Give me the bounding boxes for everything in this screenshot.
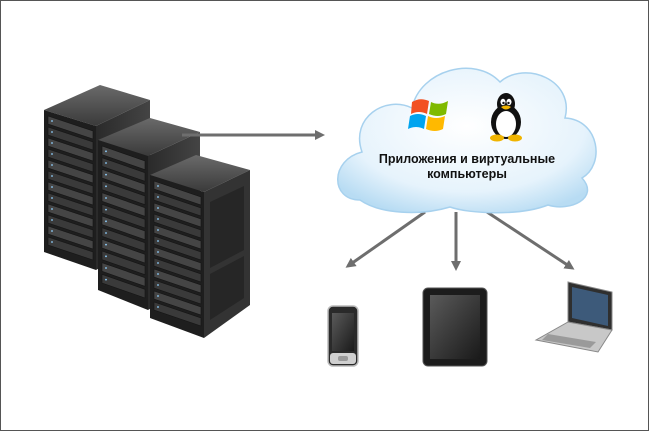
smartphone-icon <box>327 305 359 367</box>
laptop-icon <box>534 281 613 353</box>
linux-tux-icon <box>490 93 522 142</box>
windows-logo-icon <box>408 99 448 131</box>
arrow-cloud-to-laptop <box>486 210 575 270</box>
cloud-shape <box>337 67 597 214</box>
tablet-icon <box>422 287 488 367</box>
arrow-cloud-to-phone <box>345 210 426 268</box>
server-rack-icon <box>44 85 250 338</box>
cloud-label-line2: компьютеры <box>427 167 507 181</box>
server-slots <box>47 115 202 327</box>
cloud-label-line1: Приложения и виртуальные <box>379 152 555 166</box>
